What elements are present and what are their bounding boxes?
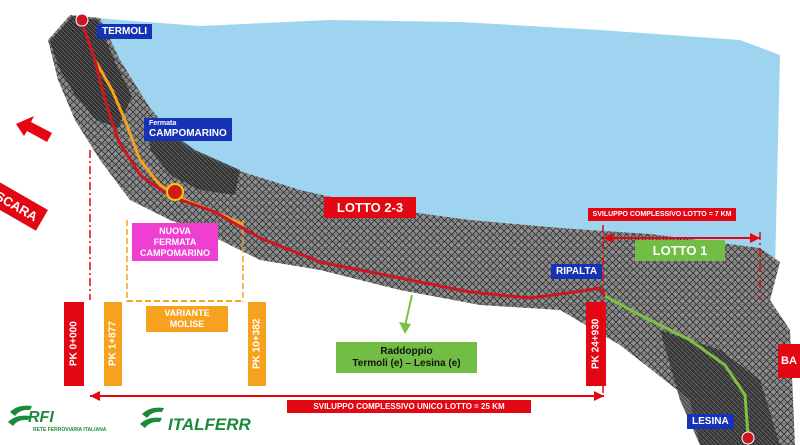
variante-molise-label: VARIANTE MOLISE	[146, 306, 228, 332]
lesina-label: LESINA	[687, 414, 734, 429]
campomarino-label-text: CAMPOMARINO	[149, 128, 227, 139]
main-railway-line	[80, 21, 607, 300]
bari-direction-label: BA	[778, 344, 800, 378]
pk-marker-2: PK 10+382	[248, 302, 266, 386]
termoli-label: TERMOLI	[97, 24, 152, 39]
raddoppio-pointer	[399, 294, 413, 334]
urban-area-termoli	[50, 16, 132, 128]
italferr-logo-text: ITALFERR	[168, 415, 252, 434]
nuova-fermata-line3: CAMPOMARINO	[140, 247, 210, 258]
rfi-logo-mark: RFI RETE FERROVIARIA ITALIANA	[8, 405, 107, 433]
italferr-logo-mark: ITALFERR	[140, 407, 252, 434]
station-dot-campomarino[interactable]	[166, 183, 184, 201]
lotto-1-label: LOTTO 1	[635, 240, 725, 261]
raddoppio-line2: Termoli (e) – Lesina (e)	[352, 357, 461, 369]
pk-marker-0: PK 0+000	[64, 302, 84, 386]
nuova-fermata-line1: NUOVA	[159, 225, 191, 236]
land-area	[48, 15, 795, 445]
rfi-logo-text: RFI	[28, 409, 54, 426]
nuova-fermata-line2: FERMATA	[153, 236, 197, 247]
station-dot-lesina[interactable]	[741, 431, 755, 445]
station-dot-termoli[interactable]	[75, 13, 89, 27]
ripalta-label: RIPALTA	[551, 264, 603, 279]
lotto-23-label: LOTTO 2-3	[324, 197, 416, 218]
variante-line2: MOLISE	[169, 319, 205, 329]
raddoppio-line1: Raddoppio	[380, 345, 433, 357]
variante-line1: VARIANTE	[164, 308, 210, 318]
campomarino-label: Fermata CAMPOMARINO	[144, 118, 232, 141]
raddoppio-label: Raddoppio Termoli (e) – Lesina (e)	[336, 342, 477, 373]
lotto1-railway-line	[604, 294, 750, 436]
sviluppo-lotto1-label: SVILUPPO COMPLESSIVO LOTTO = 7 KM	[588, 208, 736, 221]
pk-marker-3: PK 24+930	[586, 302, 606, 386]
sviluppo-unico-label: SVILUPPO COMPLESSIVO UNICO LOTTO = 25 KM	[287, 400, 531, 413]
nuova-fermata-label: NUOVA FERMATA CAMPOMARINO	[132, 223, 218, 261]
rfi-logo-subtitle: RETE FERROVIARIA ITALIANA	[33, 427, 107, 433]
pk-marker-1: PK 1+877	[104, 302, 122, 386]
fermata-label: Fermata	[149, 120, 177, 127]
pescara-direction-arrow-icon	[16, 116, 52, 142]
